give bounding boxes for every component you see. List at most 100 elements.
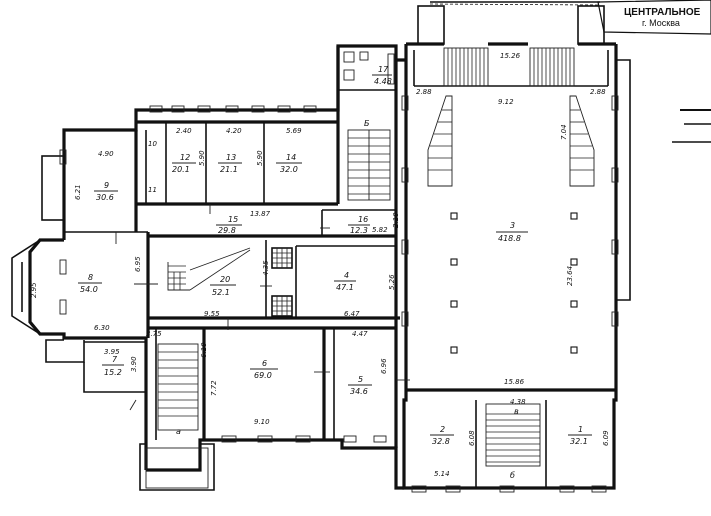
dim-6-96: 6.96 bbox=[380, 358, 388, 374]
dim-2-40: 2.40 bbox=[176, 127, 192, 135]
room-area: 15.2 bbox=[104, 368, 122, 377]
dim-7-04: 7.04 bbox=[560, 124, 568, 140]
room-area: 418.8 bbox=[498, 234, 521, 243]
room-3: 3 418.8 bbox=[496, 221, 528, 243]
dim-5-14: 5.14 bbox=[434, 470, 450, 478]
room-number: 6 bbox=[262, 359, 267, 368]
room-number: 14 bbox=[286, 153, 296, 162]
door-marks bbox=[115, 204, 410, 411]
dim-5-90-a: 5.90 bbox=[198, 150, 206, 166]
dim-7-72: 7.72 bbox=[210, 380, 218, 396]
dim-3-95: 3.95 bbox=[104, 348, 120, 356]
dim-5-26: 5.26 bbox=[388, 274, 396, 290]
room-number: 16 bbox=[358, 215, 368, 224]
dimension-labels: 15.26 9.12 2.88 2.88 7.04 23.64 15.86 4.… bbox=[30, 52, 610, 478]
room-area: 21.1 bbox=[220, 165, 238, 174]
dim-4-90: 4.90 bbox=[98, 150, 114, 158]
room-16: 16 12.3 bbox=[348, 215, 370, 235]
room-area: 29.8 bbox=[218, 226, 236, 235]
sanitary-fixtures bbox=[343, 51, 395, 85]
dim-6-08: 6.08 bbox=[468, 430, 476, 446]
dim-5-82: 5.82 bbox=[372, 226, 388, 234]
dim-2-10: 2.10 bbox=[392, 212, 400, 228]
dim-6-09: 6.09 bbox=[602, 430, 610, 446]
stamp-line-2: г. Москва bbox=[642, 18, 680, 28]
stair-label-a: а bbox=[176, 427, 181, 436]
hall-columns bbox=[450, 212, 578, 354]
room-4: 4 47.1 bbox=[334, 271, 356, 292]
room-area: 12.3 bbox=[350, 226, 368, 235]
room-12: 12 20.1 bbox=[172, 153, 196, 174]
stair-b bbox=[347, 129, 391, 201]
dim-2-88-right: 2.88 bbox=[590, 88, 606, 96]
stair-top-left bbox=[443, 47, 489, 87]
dim-15-86: 15.86 bbox=[504, 378, 525, 386]
room-number: 15 bbox=[228, 215, 238, 224]
dim-4-35: 4.35 bbox=[262, 260, 270, 276]
dim-5-90-b: 5.90 bbox=[256, 150, 264, 166]
dim-6-47: 6.47 bbox=[344, 310, 360, 318]
dim-9-10: 9.10 bbox=[254, 418, 270, 426]
dim-9-55: 9.55 bbox=[204, 310, 220, 318]
dim-4-20: 4.20 bbox=[226, 127, 242, 135]
dim-5-69: 5.69 bbox=[286, 127, 302, 135]
room-area: 32.1 bbox=[570, 437, 588, 446]
room-area: 20.1 bbox=[172, 165, 190, 174]
stair-label-v: в bbox=[514, 407, 519, 416]
dim-2-95: 2.95 bbox=[30, 282, 38, 298]
room-area: 32.8 bbox=[432, 437, 450, 446]
room-1: 1 32.1 bbox=[568, 425, 592, 446]
room-17: 17 4.48 bbox=[372, 65, 392, 86]
room-area: 47.1 bbox=[336, 283, 354, 292]
windows bbox=[59, 95, 619, 493]
stair-hall-right bbox=[569, 95, 595, 187]
stair-20 bbox=[167, 247, 251, 291]
stair-label-d: б bbox=[510, 471, 515, 480]
room-area: 32.0 bbox=[280, 165, 298, 174]
dim-23-64: 23.64 bbox=[566, 266, 574, 286]
outer-walls bbox=[11, 42, 631, 491]
room-area: 4.48 bbox=[374, 77, 392, 86]
room-2: 2 32.8 bbox=[430, 425, 454, 446]
interior-walls bbox=[64, 5, 616, 488]
room-area: 30.6 bbox=[96, 193, 114, 202]
dim-10: 10 bbox=[148, 140, 157, 148]
dim-4-38: 4.38 bbox=[510, 398, 526, 406]
stair-hall-left bbox=[427, 95, 453, 187]
room-number: 1 bbox=[578, 425, 583, 434]
dim-13-87: 13.87 bbox=[250, 210, 271, 218]
room-area: 34.6 bbox=[350, 387, 368, 396]
room-number: 9 bbox=[104, 181, 109, 190]
dim-11: 11 bbox=[148, 186, 157, 194]
room-number: 12 bbox=[180, 153, 190, 162]
dim-2-88-left: 2.88 bbox=[416, 88, 432, 96]
room-number: 2 bbox=[440, 425, 445, 434]
room-5: 5 34.6 bbox=[348, 375, 372, 396]
room-6: 6 69.0 bbox=[250, 359, 278, 380]
room-9: 9 30.6 bbox=[94, 181, 118, 202]
room-area: 52.1 bbox=[212, 288, 230, 297]
dim-6-95: 6.95 bbox=[134, 256, 142, 272]
stair-label-b: Б bbox=[364, 119, 370, 128]
room-area: 54.0 bbox=[80, 285, 98, 294]
room-14: 14 32.0 bbox=[276, 153, 302, 174]
room-area: 69.0 bbox=[254, 371, 272, 380]
stair-top-right bbox=[529, 47, 575, 87]
dim-6-21: 6.21 bbox=[74, 184, 82, 200]
room-number: 20 bbox=[220, 275, 230, 284]
room-number: 3 bbox=[510, 221, 515, 230]
stair-a bbox=[157, 343, 199, 431]
room-8: 8 54.0 bbox=[78, 273, 102, 294]
room-number: 4 bbox=[344, 271, 349, 280]
dim-6-10: 6.10 bbox=[200, 342, 208, 358]
dim-9-12: 9.12 bbox=[498, 98, 514, 106]
room-20: 20 52.1 bbox=[210, 275, 236, 297]
room-number: 8 bbox=[88, 273, 93, 282]
room-15: 15 29.8 bbox=[216, 215, 242, 235]
dim-15-26: 15.26 bbox=[500, 52, 521, 60]
room-number: 5 bbox=[358, 375, 363, 384]
room-number: 7 bbox=[112, 355, 118, 364]
dim-4-47: 4.47 bbox=[352, 330, 368, 338]
room-13: 13 21.1 bbox=[218, 153, 242, 174]
